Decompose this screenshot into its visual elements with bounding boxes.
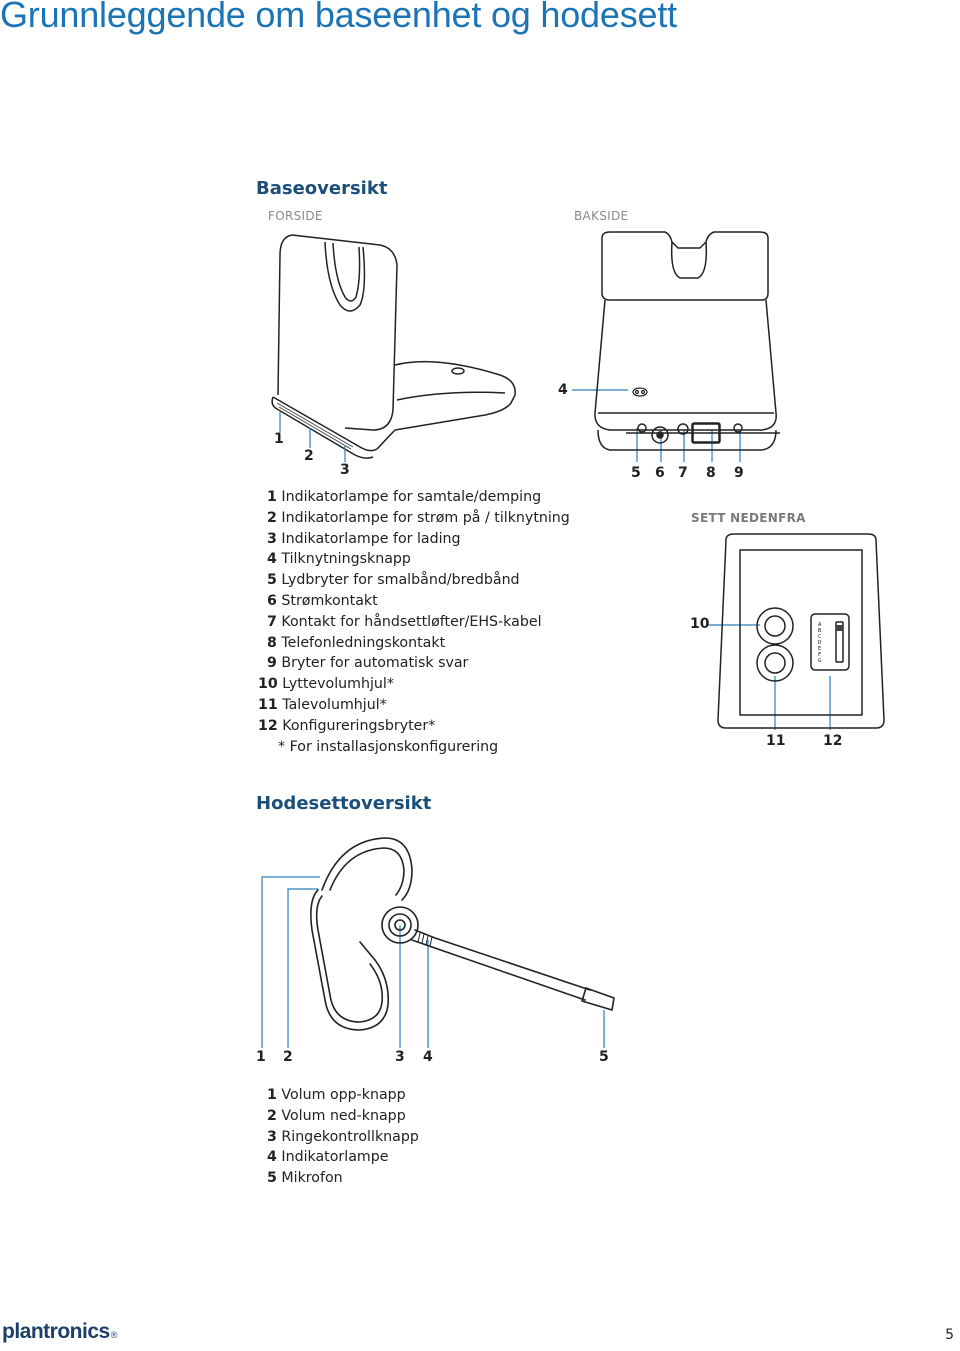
legend-note: * For installasjonskonfigurering bbox=[278, 738, 499, 755]
page-title: Grunnleggende om baseenhet og hodesett bbox=[0, 0, 677, 35]
headset-callout-2: 2 bbox=[283, 1049, 293, 1065]
page-number: 5 bbox=[945, 1327, 954, 1343]
legend-item: 8 Telefonledningskontakt bbox=[267, 634, 446, 651]
headset-callout-1: 1 bbox=[256, 1049, 266, 1065]
headset-callout-5: 5 bbox=[599, 1049, 609, 1065]
bottom-callout-11: 11 bbox=[766, 733, 786, 749]
base-section-title: Baseoversikt bbox=[256, 178, 388, 199]
legend-item: 2 Indikatorlampe for strøm på / tilknytn… bbox=[267, 509, 570, 526]
legend-item: 3 Indikatorlampe for lading bbox=[267, 530, 461, 547]
base-back-illustration bbox=[594, 231, 780, 451]
base-front-illustration bbox=[271, 234, 516, 459]
legend-item: 4 Tilknytningsknapp bbox=[267, 551, 411, 568]
front-callout-1: 1 bbox=[274, 431, 284, 447]
legend-item: 4 Indikatorlampe bbox=[267, 1149, 389, 1166]
legend-item: 11 Talevolumhjul* bbox=[258, 696, 387, 713]
bottom-callout-12: 12 bbox=[823, 733, 843, 749]
front-view-label: FORSIDE bbox=[268, 209, 323, 223]
bottom-callout-10: 10 bbox=[690, 616, 710, 632]
legend-item: 3 Ringekontrollknapp bbox=[267, 1128, 419, 1145]
base-legend: 1 Indikatorlampe for samtale/demping 2 I… bbox=[258, 487, 570, 757]
front-callout-2: 2 bbox=[304, 448, 314, 464]
legend-item: 5 Lydbryter for smalbånd/bredbånd bbox=[267, 572, 520, 589]
legend-item: 12 Konfigureringsbryter* bbox=[258, 717, 436, 734]
back-callout-6: 6 bbox=[655, 465, 665, 481]
headset-callout-3: 3 bbox=[395, 1049, 405, 1065]
back-callout-9: 9 bbox=[734, 465, 744, 481]
back-callout-4: 4 bbox=[558, 382, 568, 398]
brand-name: plantronics bbox=[2, 1320, 110, 1343]
back-callout-8: 8 bbox=[706, 465, 716, 481]
back-callout-5: 5 bbox=[631, 465, 641, 481]
headset-section-title: Hodesettoversikt bbox=[256, 793, 432, 814]
headset-legend: 1 Volum opp-knapp 2 Volum ned-knapp 3 Ri… bbox=[267, 1085, 419, 1189]
legend-item: 9 Bryter for automatisk svar bbox=[267, 655, 469, 672]
legend-item: 7 Kontakt for håndsettløfter/EHS-kabel bbox=[267, 613, 542, 630]
plantronics-logo: plantronics® bbox=[2, 1320, 117, 1343]
headset-callout-4: 4 bbox=[423, 1049, 433, 1065]
back-view-label: BAKSIDE bbox=[574, 209, 629, 223]
legend-item: 1 Indikatorlampe for samtale/demping bbox=[267, 489, 542, 505]
legend-item: 5 Mikrofon bbox=[267, 1170, 343, 1187]
back-callout-7: 7 bbox=[678, 465, 688, 481]
legend-item: 2 Volum ned-knapp bbox=[267, 1107, 406, 1124]
headset-illustration bbox=[310, 837, 615, 1031]
legend-item: 10 Lyttevolumhjul* bbox=[258, 676, 394, 693]
front-callout-3: 3 bbox=[340, 462, 350, 478]
legend-item: 6 Strømkontakt bbox=[267, 592, 378, 609]
legend-item: 1 Volum opp-knapp bbox=[267, 1087, 406, 1103]
bottom-view-label: SETT NEDENFRA bbox=[691, 511, 806, 525]
